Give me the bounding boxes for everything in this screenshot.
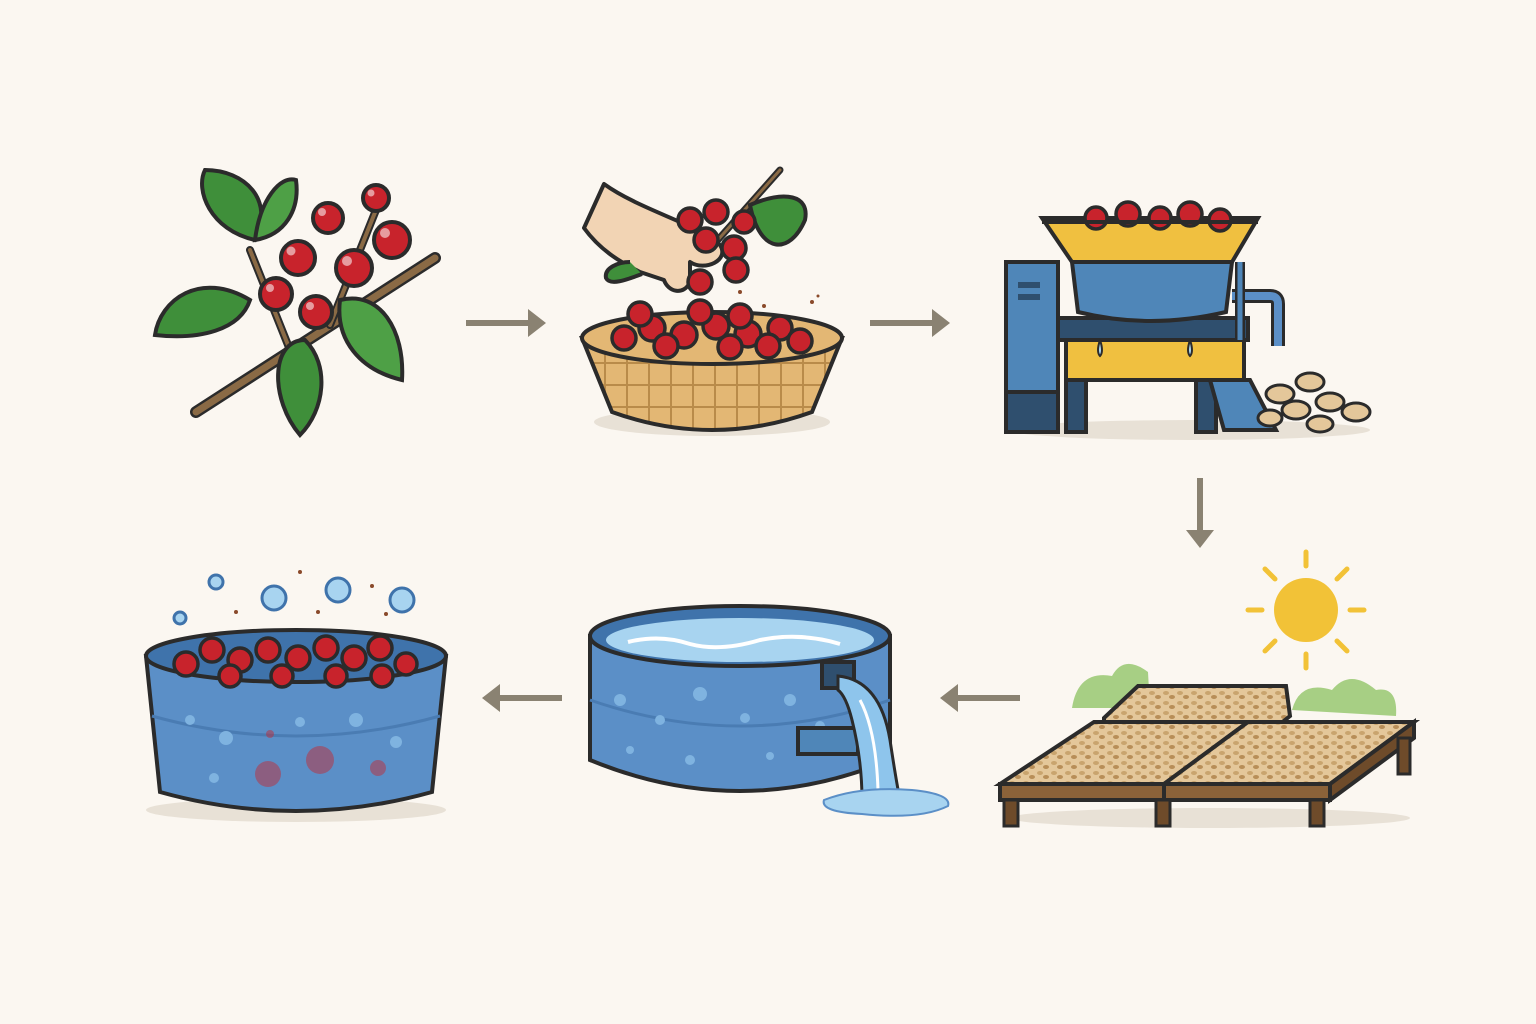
hand-basket-icon	[579, 166, 845, 436]
fermentation-tank-icon	[588, 604, 950, 817]
arrow-right-pulping	[870, 309, 950, 337]
arrow-left-washing	[482, 684, 562, 712]
arrow-left-fermentation	[940, 684, 1020, 712]
coffee-branch-icon	[152, 167, 441, 438]
bubbles-icon	[172, 573, 416, 626]
arrow-down-sun-drying	[1186, 478, 1214, 548]
sun-icon	[1245, 549, 1367, 671]
drying-beds-icon	[993, 549, 1421, 828]
arrow-right-hand-picking	[466, 309, 546, 337]
pulping-machine-icon	[1004, 200, 1372, 440]
arrow-group	[466, 309, 1214, 712]
washing-tub-icon	[143, 570, 449, 822]
